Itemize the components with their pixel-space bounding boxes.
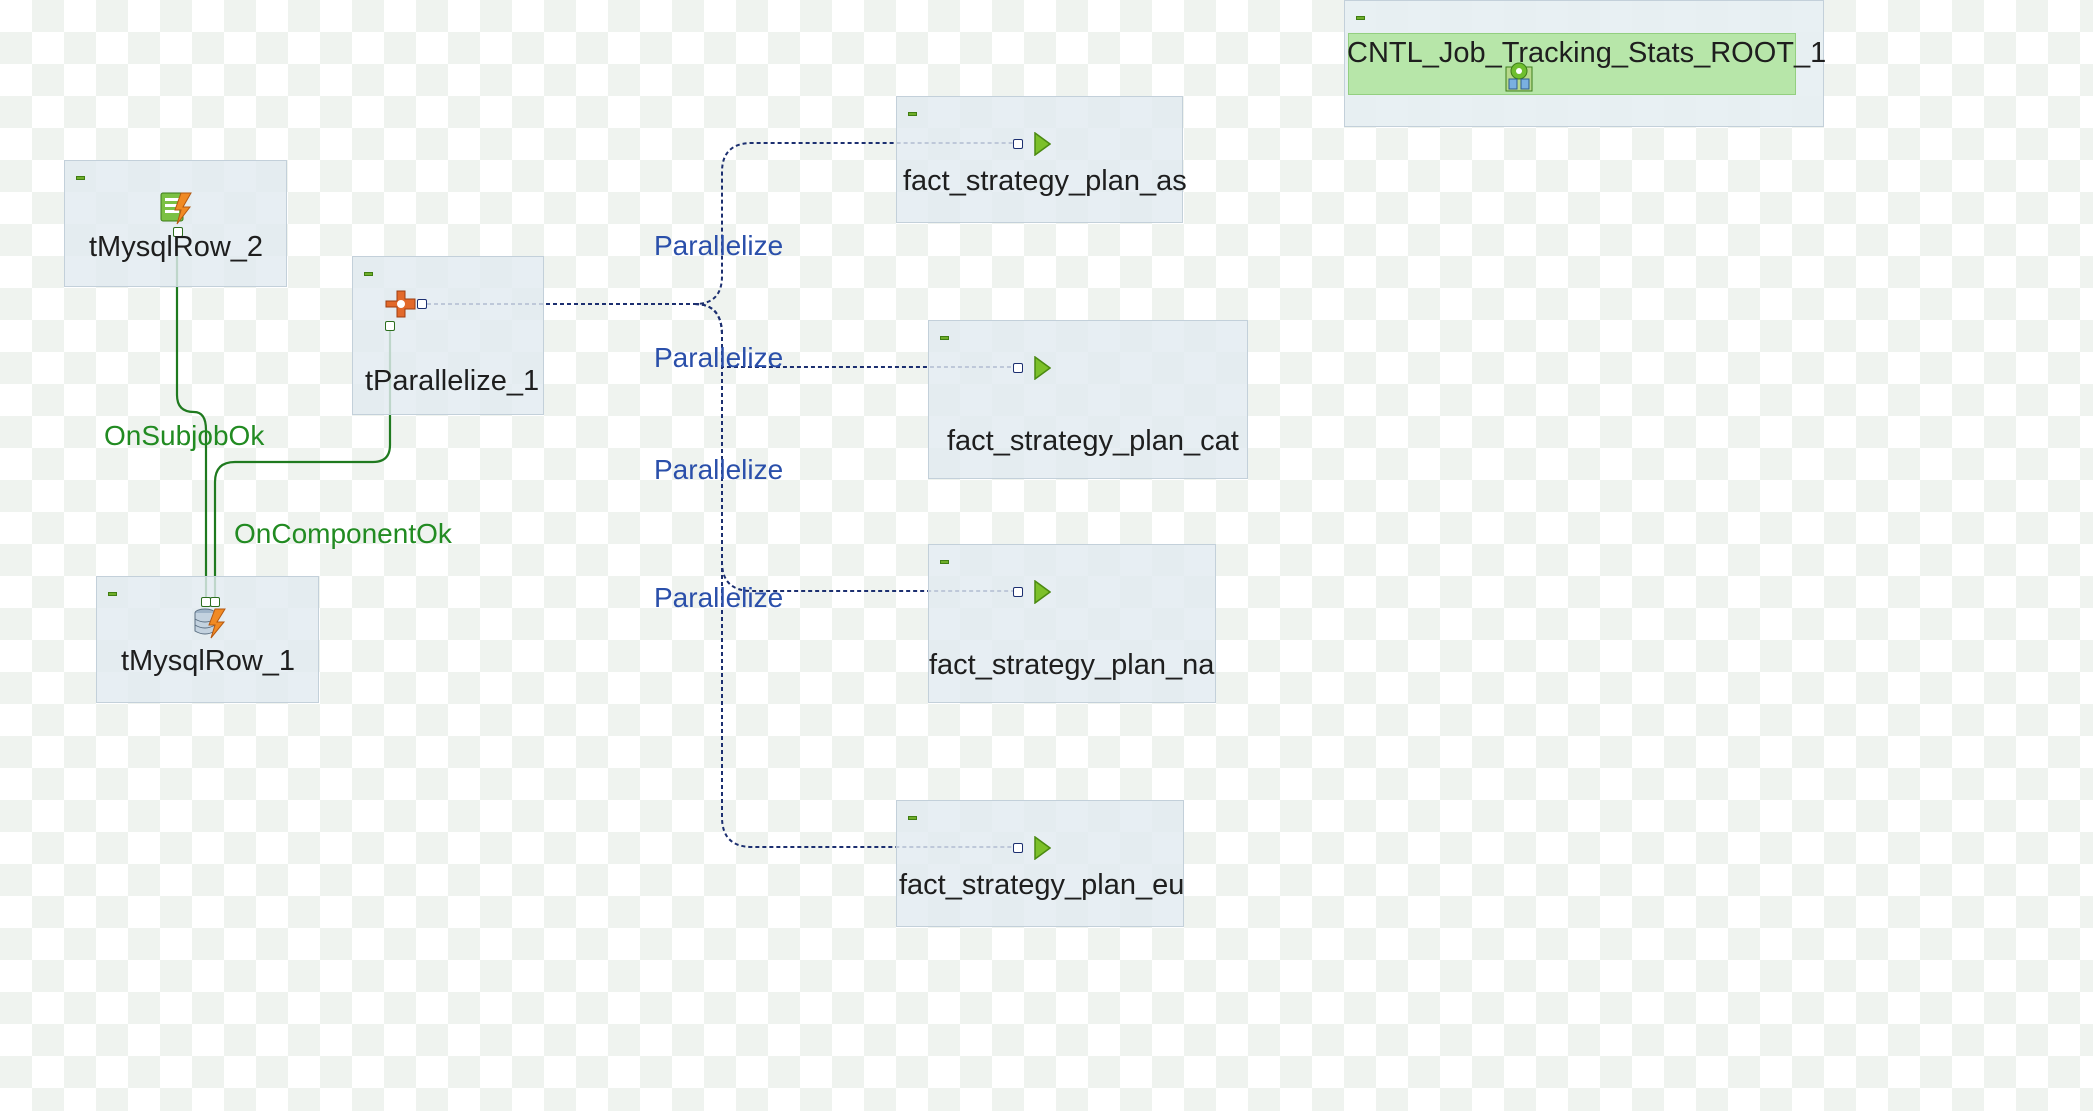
parallelize-label-as[interactable]: Parallelize [654,230,784,261]
output-port[interactable] [417,299,427,309]
subjob-mysql-row-1[interactable]: tMysqlRow_1 [96,576,319,703]
collapse-toggle-icon[interactable] [108,592,117,596]
collapse-toggle-icon[interactable] [1356,16,1365,20]
subjob-cntl-root[interactable]: CNTL_Job_Tracking_Stats_ROOT_1 [1344,0,1827,127]
parallelize-icon[interactable] [383,287,417,321]
subjob-mysql-row-2[interactable]: tMysqlRow_2 [64,160,287,287]
component-label: tParallelize_1 [365,365,540,397]
collapse-toggle-icon[interactable] [908,816,917,820]
run-job-icon[interactable] [1033,132,1051,156]
parallelize-label-cat[interactable]: Parallelize [654,342,784,373]
output-port[interactable] [173,227,183,237]
input-port[interactable] [210,597,220,607]
run-job-icon[interactable] [1033,356,1051,380]
run-job-icon[interactable] [1033,580,1051,604]
job-root-icon[interactable] [1503,59,1537,93]
subjob-plan-eu[interactable]: fact_strategy_plan_eu [896,800,1184,927]
input-port[interactable] [1013,843,1023,853]
subjob-plan-na[interactable]: fact_strategy_plan_na [928,544,1216,703]
on-subjob-ok-label[interactable]: OnSubjobOk [104,420,265,451]
component-label: fact_strategy_plan_cat [947,425,1239,457]
input-port[interactable] [1013,139,1023,149]
mysql-row-icon[interactable] [159,191,193,225]
subjob-plan-as[interactable]: fact_strategy_plan_as [896,96,1187,223]
run-job-icon[interactable] [1033,836,1051,860]
collapse-toggle-icon[interactable] [364,272,373,276]
collapse-toggle-icon[interactable] [76,176,85,180]
on-subjob-ok-wire [175,232,208,600]
component-label: tMysqlRow_1 [121,645,296,677]
collapse-toggle-icon[interactable] [908,112,917,116]
component-label: tMysqlRow_2 [89,231,264,263]
collapse-toggle-icon[interactable] [940,336,949,340]
output-port[interactable] [385,321,395,331]
parallelize-label-eu[interactable]: Parallelize [654,582,784,613]
mysql-row-icon[interactable] [193,605,227,639]
subjob-parallelize-1[interactable]: tParallelize_1 [352,256,544,415]
parallelize-label-na[interactable]: Parallelize [654,454,784,485]
on-component-ok-label[interactable]: OnComponentOk [234,518,452,549]
input-port[interactable] [1013,363,1023,373]
input-port[interactable] [1013,587,1023,597]
subjob-title-bar[interactable] [1348,33,1796,95]
collapse-toggle-icon[interactable] [940,560,949,564]
component-label: fact_strategy_plan_na [929,649,1215,681]
component-label: fact_strategy_plan_eu [899,869,1185,901]
component-label: CNTL_Job_Tracking_Stats_ROOT_1 [1347,37,1827,69]
component-label: fact_strategy_plan_as [903,165,1187,197]
subjob-plan-cat[interactable]: fact_strategy_plan_cat [928,320,1248,479]
